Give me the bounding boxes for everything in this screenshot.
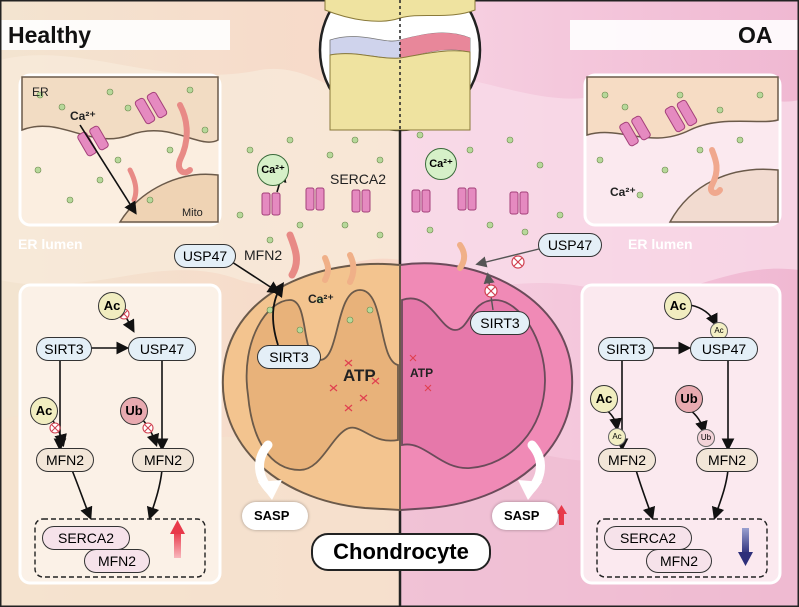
oa-sirt3: SIRT3 [598, 337, 654, 361]
healthy-ac-top: Ac [98, 292, 126, 320]
healthy-mfn2-left: MFN2 [36, 448, 94, 472]
oa-atp: ATP [410, 366, 434, 380]
er-label: ER [32, 85, 49, 99]
oa-mfn2-left: MFN2 [598, 448, 656, 472]
healthy-cell-sirt3: SIRT3 [257, 345, 321, 369]
serca2-channels [261, 187, 529, 216]
oa-ac-small-left: Ac [608, 428, 626, 446]
mito-label: Mito [182, 207, 203, 219]
oa-ub-small: Ub [697, 429, 715, 447]
oa-title: OA [738, 22, 773, 48]
oa-zoom-ca-label: Ca²⁺ [610, 185, 636, 199]
healthy-er-lumen-label: ER lumen [18, 236, 83, 252]
oa-zoom-box [583, 73, 782, 227]
serca2-label: SERCA2 [330, 171, 387, 187]
healthy-ca-bubble: Ca²⁺ [257, 154, 289, 186]
healthy-title: Healthy [8, 22, 92, 48]
healthy-cell-usp47: USP47 [174, 244, 236, 268]
healthy-ub: Ub [120, 397, 148, 425]
zoom-ca-label: Ca²⁺ [70, 109, 96, 123]
oa-cell-sirt3: SIRT3 [470, 311, 530, 335]
oa-usp47: USP47 [690, 337, 758, 361]
healthy-serca2: SERCA2 [42, 526, 130, 550]
healthy-sirt3: SIRT3 [36, 337, 92, 361]
healthy-ac-left: Ac [30, 397, 58, 425]
healthy-sasp: SASP [242, 502, 308, 530]
inhibition-marks [484, 255, 525, 298]
healthy-atp: ATP [343, 366, 376, 385]
healthy-mfn2-out: MFN2 [84, 549, 150, 573]
mitochondrion [221, 262, 574, 512]
oa-ac-top: Ac [664, 292, 692, 320]
healthy-mfn2-right: MFN2 [132, 448, 194, 472]
oa-mfn2-right: MFN2 [696, 448, 758, 472]
oa-sasp: SASP [492, 502, 558, 530]
oa-cell-usp47: USP47 [538, 233, 602, 257]
healthy-usp47: USP47 [128, 337, 196, 361]
oa-ub: Ub [675, 385, 703, 413]
joint-illustration [318, 0, 482, 132]
chondrocyte-label: Chondrocyte [311, 533, 491, 571]
oa-serca2: SERCA2 [604, 526, 692, 550]
mfn2-tethers [286, 231, 468, 285]
healthy-mito-ca: Ca²⁺ [308, 292, 334, 306]
healthy-cell-mfn2: MFN2 [244, 247, 283, 263]
oa-ac-left: Ac [590, 385, 618, 413]
healthy-zoom-box [18, 73, 222, 227]
oa-ca-bubble: Ca²⁺ [425, 148, 457, 180]
oa-er-lumen-label: ER lumen [628, 236, 693, 252]
oa-mfn2-out: MFN2 [646, 549, 712, 573]
